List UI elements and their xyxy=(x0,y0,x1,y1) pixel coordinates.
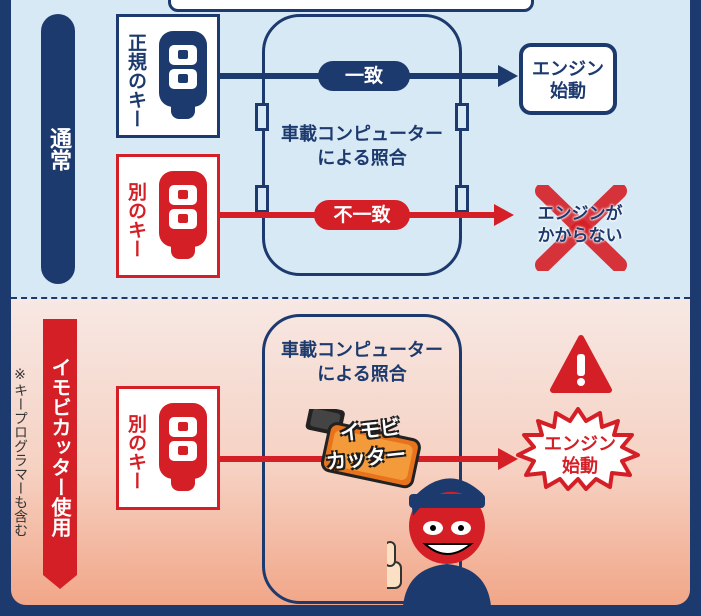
burst-icon xyxy=(516,407,640,491)
computer-text-line2: による照合 xyxy=(317,364,407,385)
computer-text-line1: 車載コンピューター xyxy=(281,340,443,361)
engine-start-line1: エンジン xyxy=(532,59,604,80)
section-divider xyxy=(11,297,690,299)
engine-fail-result: エンジンが かからない xyxy=(515,185,645,271)
immobilizer-cutter-device-icon xyxy=(305,409,421,489)
match-pill: 一致 xyxy=(318,61,410,91)
engine-start-line2: 始動 xyxy=(550,81,586,102)
key-fob-icon xyxy=(159,31,207,119)
computer-text-line2: による照合 xyxy=(317,148,407,169)
genuine-key-box: 正規のキー xyxy=(116,14,220,138)
header-tab xyxy=(168,0,534,12)
engine-fail-line1: エンジンが xyxy=(537,204,623,224)
key-fob-icon xyxy=(159,171,207,259)
key-programmer-note: ※キープログラマーも含む xyxy=(12,367,28,537)
engine-start-result: エンジン 始動 xyxy=(519,43,617,115)
mismatch-pill: 不一致 xyxy=(314,200,410,230)
normal-label-text: 通常 xyxy=(46,127,71,171)
other-key-label-immobilizer: 別のキー xyxy=(125,414,147,490)
other-key-label-normal: 別のキー xyxy=(125,182,147,258)
thief-mascot-icon xyxy=(387,478,491,606)
burst-line1: エンジン xyxy=(544,434,616,455)
immobilizer-cutter-label: イモビカッター使用 xyxy=(43,319,77,589)
warning-icon xyxy=(550,335,612,393)
burst-line2: 始動 xyxy=(562,456,598,477)
other-key-box-immobilizer: 別のキー xyxy=(116,386,220,510)
immobilizer-cutter-label-text: イモビカッター使用 xyxy=(48,357,72,537)
match-arrow-head xyxy=(498,65,518,87)
mismatch-arrow-head xyxy=(494,204,514,226)
normal-label: 通常 xyxy=(41,14,75,284)
genuine-key-label: 正規のキー xyxy=(125,32,147,128)
other-key-box-normal: 別のキー xyxy=(116,154,220,278)
computer-text-line1: 車載コンピューター xyxy=(281,124,443,145)
engine-fail-line2: かからない xyxy=(537,226,623,246)
bypass-arrow-head xyxy=(498,448,518,470)
key-fob-icon xyxy=(159,403,207,491)
onboard-computer-normal: 車載コンピューター による照合 xyxy=(255,14,469,276)
cross-icon xyxy=(535,185,627,271)
engine-start-burst-text: エンジン 始動 xyxy=(530,434,630,478)
